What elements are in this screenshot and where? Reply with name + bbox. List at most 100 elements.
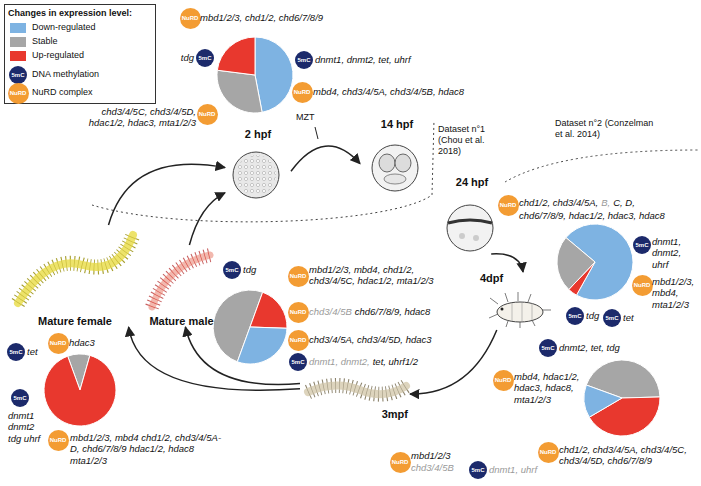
pie-slice bbox=[255, 37, 293, 112]
text-label: hdac3 bbox=[69, 337, 95, 348]
icon-text: NuRD bbox=[182, 15, 199, 21]
text-label: dnmt1, dnmt2, bbox=[309, 356, 370, 367]
icon-text: NuRD bbox=[290, 309, 307, 315]
icon-text: 5mC bbox=[605, 315, 618, 321]
stage-label: 4dpf bbox=[480, 272, 503, 284]
text-label: chd1/2, chd3/4/5A, bbox=[519, 197, 598, 208]
text-label: chd1/2, chd3/4/5A, chd3/4/5C, chd3/4/5D,… bbox=[559, 444, 697, 467]
icon-text: NuRD bbox=[540, 449, 557, 455]
icon-text: 5mC bbox=[11, 72, 24, 78]
lifecycle-arrow bbox=[291, 146, 360, 171]
text-label: mbd4, chd3/4/5A, chd3/4/5B, hdac8 bbox=[313, 86, 464, 97]
marker-icon: 5mC bbox=[196, 49, 214, 67]
marker-icon: NuRD bbox=[390, 452, 411, 473]
icon-text: NuRD bbox=[290, 273, 307, 279]
text-label: chd6/7/8/9, hdac8 bbox=[355, 306, 431, 317]
stage-node: Mature male bbox=[142, 245, 221, 327]
stage-label: Mature female bbox=[8, 315, 142, 327]
text-label: Dataset n°2 (Conzelman et al. 2014) bbox=[555, 118, 655, 140]
text-label: mbd1/2/3, mbd4, mta1/2/3 bbox=[652, 276, 698, 310]
icon-text: 5mC bbox=[297, 57, 310, 63]
text-label: chd6/7/8/9, hdac1/2, hdac3, hdac8 bbox=[519, 210, 665, 221]
icon-text: 5mC bbox=[9, 349, 22, 355]
legend-text: DNA methylation bbox=[32, 69, 99, 80]
pie-slice bbox=[217, 70, 262, 113]
text-label: Dataset n°1 (Chou et al. 2018) bbox=[438, 124, 500, 156]
pie-slice bbox=[44, 355, 116, 426]
legend-text: NuRD complex bbox=[32, 87, 93, 98]
lifecycle-arrow bbox=[189, 193, 225, 245]
marker-icon: NuRD bbox=[498, 195, 519, 216]
marker-icon: NuRD bbox=[48, 333, 69, 354]
stage-label: 14 hpf bbox=[360, 118, 434, 130]
icon-text: NuRD bbox=[199, 111, 216, 117]
marker-icon: 5mC bbox=[295, 51, 313, 69]
icon-text: 5mC bbox=[541, 345, 554, 351]
marker-icon: NuRD bbox=[288, 266, 309, 287]
legend-text: Up-regulated bbox=[32, 50, 84, 61]
legend-swatch bbox=[10, 37, 26, 47]
icon-text: 5mC bbox=[225, 267, 238, 273]
text-label: chd3/4/5B bbox=[309, 306, 352, 317]
text-label: dnmt1, dnmt2, uhrf bbox=[652, 236, 698, 270]
text-label: chd3/4/5C, chd3/4/5D, hdac1/2, hdac3, mt… bbox=[78, 106, 196, 129]
marker-icon: NuRD bbox=[288, 330, 309, 351]
lifecycle-arrow bbox=[129, 327, 300, 390]
stage-node: 4dpf bbox=[478, 272, 553, 330]
icon-text: NuRD bbox=[290, 337, 307, 343]
icon-text: NuRD bbox=[634, 282, 651, 288]
marker-icon: NuRD bbox=[180, 8, 201, 29]
text-label: B, bbox=[601, 197, 610, 208]
icon-text: 5mC bbox=[471, 467, 484, 473]
text-label: mbd1/2/3, mbd4, chd1/2, chd3/4/5C, hdac1… bbox=[309, 264, 444, 287]
text-label: tet, uhrf1/2 bbox=[373, 356, 418, 367]
marker-icon: 5mC bbox=[603, 309, 621, 327]
marker-icon: 5mC bbox=[539, 339, 557, 357]
stage-illustration bbox=[142, 245, 217, 327]
marker-icon: NuRD bbox=[632, 275, 653, 296]
stage-node: 14 hpf bbox=[360, 118, 434, 194]
text-label: tet bbox=[27, 346, 38, 357]
text-label: chd3/4/5A, chd3/4/5D, hdac3 bbox=[309, 334, 432, 345]
icon-text: NuRD bbox=[294, 89, 311, 95]
legend-swatch bbox=[10, 23, 26, 33]
stage-node: Mature female bbox=[8, 225, 142, 327]
text-label: dnmt2, tet, tdg bbox=[559, 342, 620, 353]
text-label: dnmt1 dnmt2 tdg uhrf bbox=[8, 410, 42, 444]
text-label: tdg bbox=[181, 52, 194, 63]
stage-node: 24 hpf bbox=[440, 176, 504, 254]
stage-illustration bbox=[8, 225, 138, 327]
marker-icon: 5mC bbox=[11, 389, 29, 407]
marker-icon: NuRD bbox=[493, 370, 514, 391]
icon-text: 5mC bbox=[198, 55, 211, 61]
pie-slice bbox=[250, 292, 287, 328]
legend-icon: 5mC bbox=[9, 66, 27, 84]
pie-slice bbox=[584, 385, 622, 417]
legend-text: Down-regulated bbox=[32, 22, 96, 33]
stage-label: 2 hpf bbox=[225, 128, 291, 140]
stage-node: 3mpf bbox=[300, 368, 410, 420]
dataset-boundary bbox=[505, 150, 698, 182]
text-label: tet bbox=[623, 312, 634, 323]
lifecycle-arrow bbox=[109, 164, 226, 225]
text-label: mbd1/2/3, chd1/2, chd6/7/8/9 bbox=[200, 12, 323, 23]
legend-icon: NuRD bbox=[8, 83, 29, 104]
marker-icon: NuRD bbox=[48, 430, 69, 451]
icon-text: NuRD bbox=[10, 90, 27, 96]
text-label: tdg bbox=[586, 310, 599, 321]
marker-icon: 5mC bbox=[223, 261, 241, 279]
icon-text: NuRD bbox=[495, 377, 512, 383]
icon-text: NuRD bbox=[392, 459, 409, 465]
lifecycle-arrow bbox=[491, 254, 523, 272]
text-label: C, D, bbox=[613, 197, 635, 208]
text-label: tdg bbox=[243, 264, 256, 275]
text-label: MZT bbox=[296, 112, 315, 123]
icon-text: 5mC bbox=[13, 395, 26, 401]
icon-text: 5mC bbox=[291, 359, 304, 365]
text-label: mbd1/2/3, mbd4 chd1/2, chd3/4/5A-D, chd6… bbox=[70, 432, 230, 466]
marker-icon: NuRD bbox=[197, 104, 218, 125]
pie-slice bbox=[217, 37, 255, 75]
marker-icon: 5mC bbox=[469, 461, 487, 479]
marker-icon: NuRD bbox=[288, 302, 309, 323]
